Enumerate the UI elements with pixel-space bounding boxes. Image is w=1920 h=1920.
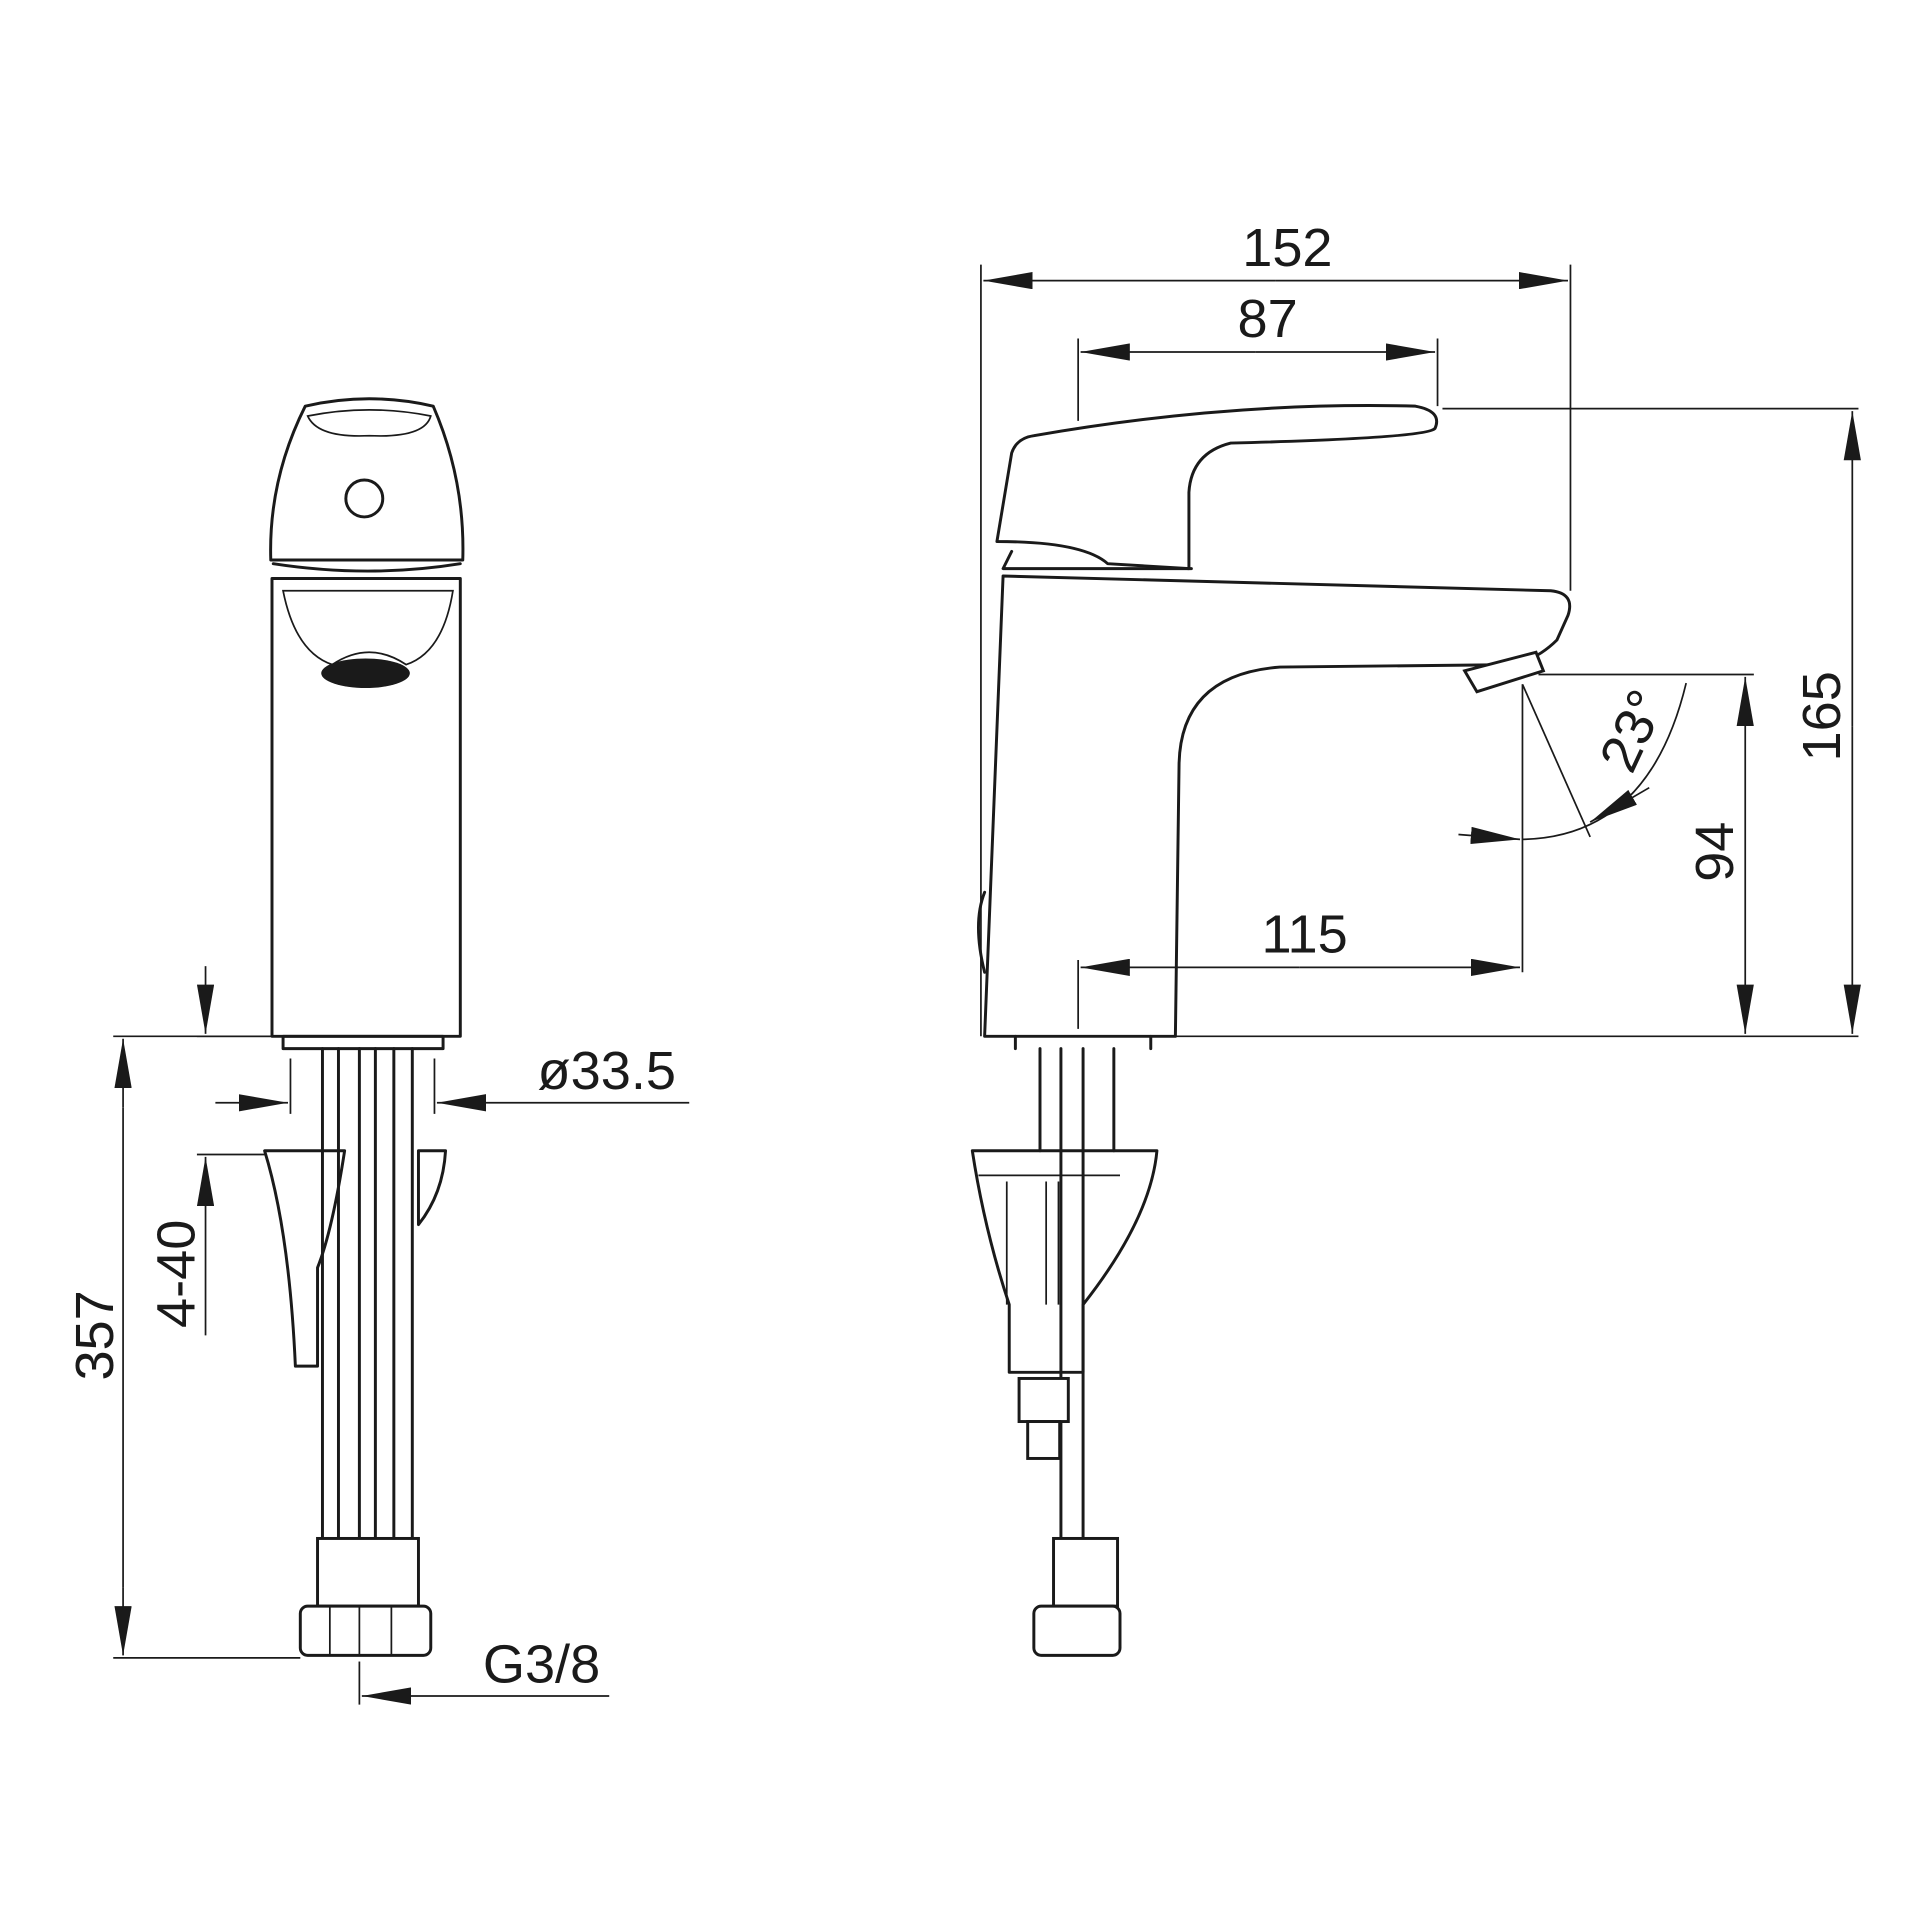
dim-angle-line: [1521, 683, 1591, 838]
side-bracket-detail: [978, 1174, 1120, 1305]
front-lever-button-icon: [344, 478, 385, 519]
side-hose-collar: [1052, 1536, 1120, 1608]
front-hose-nut: [298, 1604, 433, 1657]
front-collar: [271, 562, 462, 573]
dim-angle-arrow-left: [1458, 826, 1521, 845]
dim-deck-thickness: 4-40: [146, 1220, 206, 1328]
front-lever-highlight: [306, 408, 432, 437]
dim-spout-angle: 23°: [1588, 681, 1677, 781]
dim-total-height: 357: [65, 1290, 125, 1380]
front-aerator: [321, 658, 410, 688]
dim-spout-reach: 115: [1261, 905, 1347, 965]
dim-lever-length: 87: [1238, 289, 1298, 349]
front-aerator-housing: [282, 589, 454, 666]
dim-diameter-extension: [289, 1058, 436, 1114]
side-view: 152 87 165 94 115 23°: [970, 218, 1861, 1657]
dim-spout-height: 94: [1685, 822, 1745, 882]
side-rear-knob: [976, 890, 987, 974]
dim-height: 165: [1792, 671, 1852, 761]
dim-side-extension-vertical: [980, 264, 1572, 1037]
dim-connection: G3/8: [483, 1634, 600, 1694]
front-lever: [269, 397, 465, 562]
front-bracket-right: [416, 1149, 448, 1227]
front-hose-collar: [316, 1536, 420, 1608]
dim-total-depth: 152: [1242, 218, 1332, 278]
side-hose-nut: [1032, 1604, 1122, 1657]
dim-side-extension-horizontal: [1175, 407, 1859, 1038]
side-hoses: [1013, 1034, 1153, 1540]
dim-hole-diameter: ø33.5: [538, 1041, 676, 1101]
nut-facets: [328, 1606, 393, 1656]
front-view: 357 4-40 ø33.5 G3/8: [65, 397, 690, 1705]
side-mounting-bracket: [970, 1149, 1159, 1374]
dim-4-40-extension: [196, 1035, 271, 1156]
front-hoses: [320, 1047, 414, 1540]
dim-angle-arrow-right: [1589, 786, 1650, 823]
front-mounting-bracket: [263, 1149, 347, 1368]
front-base-plate: [281, 1034, 445, 1051]
side-collar: [1001, 549, 1193, 571]
side-nut-2: [1026, 1420, 1062, 1460]
side-lever: [995, 404, 1439, 571]
dim-357-extension: [113, 1035, 301, 1659]
side-aerator: [1462, 650, 1546, 694]
side-nut-1: [1017, 1376, 1070, 1424]
